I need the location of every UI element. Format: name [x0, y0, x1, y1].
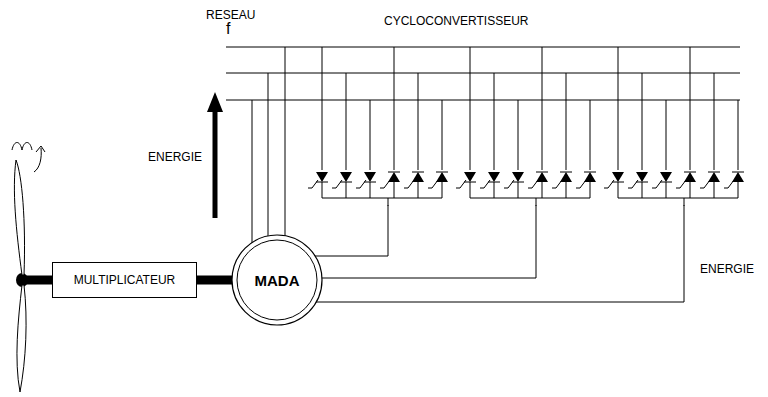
thyristor — [576, 100, 596, 198]
node-text: MADA — [255, 272, 300, 289]
thyristor — [552, 73, 572, 198]
thyristor — [528, 47, 548, 198]
stator-wire — [285, 47, 286, 252]
label: ENERGIE — [700, 262, 754, 276]
grid-line — [226, 73, 740, 74]
thyristor — [504, 100, 524, 198]
energy-arrow — [213, 108, 218, 218]
grid-line — [226, 100, 740, 101]
thyristor — [480, 73, 500, 198]
thyristor — [652, 100, 672, 198]
thyristor — [676, 47, 696, 198]
thyristor — [332, 73, 352, 198]
bus-line — [536, 198, 537, 206]
stator-wire — [252, 100, 253, 258]
bus-line — [470, 198, 590, 199]
node-text: MULTIPLICATEUR — [74, 273, 176, 287]
thyristor — [380, 47, 400, 198]
stator-wire — [268, 73, 269, 252]
label: f — [226, 20, 230, 38]
bus-line — [618, 198, 738, 199]
rotor-wire — [320, 205, 536, 278]
thyristor — [456, 47, 476, 198]
wind-turbine — [12, 143, 54, 393]
thyristor — [308, 47, 328, 198]
machine-circle: MADA — [231, 234, 323, 326]
energy-arrowhead — [207, 92, 223, 112]
grid-line — [226, 47, 740, 48]
thyristor — [700, 73, 720, 198]
shaft-line — [197, 276, 233, 285]
thyristor — [428, 100, 448, 198]
thyristor — [604, 47, 624, 198]
thyristor — [404, 73, 424, 198]
thyristor — [356, 100, 376, 198]
rotor-wire — [312, 205, 388, 256]
thyristor — [724, 100, 744, 198]
rotor-wire — [312, 205, 684, 302]
label: ENERGIE — [148, 150, 202, 164]
bus-line — [684, 198, 685, 206]
gearbox-box: MULTIPLICATEUR — [52, 262, 197, 298]
bus-line — [322, 198, 442, 199]
label: CYCLOCONVERTISSEUR — [384, 14, 528, 28]
thyristor — [628, 73, 648, 198]
bus-line — [388, 198, 389, 206]
label: RESEAU — [206, 8, 255, 22]
